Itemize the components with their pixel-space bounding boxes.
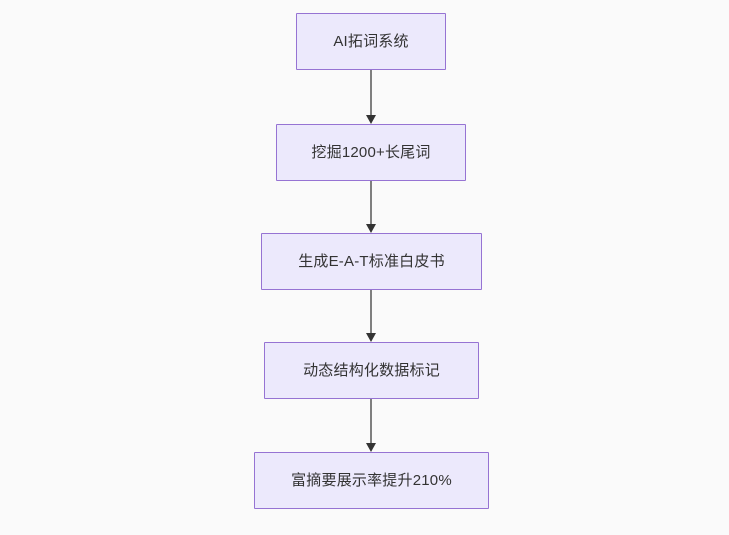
edge-n4-n5 xyxy=(370,399,372,443)
flowchart-node-2[interactable]: 挖掘1200+长尾词 xyxy=(276,124,466,181)
edge-n3-n4 xyxy=(370,290,372,333)
flowchart-node-1[interactable]: AI拓词系统 xyxy=(296,13,446,70)
flowchart-node-4[interactable]: 动态结构化数据标记 xyxy=(264,342,479,399)
flowchart-node-3-label: 生成E-A-T标准白皮书 xyxy=(298,252,445,270)
arrowhead-n3-n4 xyxy=(365,333,376,342)
flowchart-node-3[interactable]: 生成E-A-T标准白皮书 xyxy=(261,233,482,290)
flowchart-node-5[interactable]: 富摘要展示率提升210% xyxy=(254,452,489,509)
edge-n2-n3 xyxy=(370,181,372,224)
flowchart-node-2-label: 挖掘1200+长尾词 xyxy=(311,143,431,161)
arrowhead-n2-n3 xyxy=(365,224,376,233)
arrowhead-n1-n2 xyxy=(365,115,376,124)
arrowhead-n4-n5 xyxy=(365,443,376,452)
flowchart-node-1-label: AI拓词系统 xyxy=(333,32,409,50)
edge-n1-n2 xyxy=(370,70,372,115)
flowchart-node-5-label: 富摘要展示率提升210% xyxy=(291,471,452,489)
flowchart-node-4-label: 动态结构化数据标记 xyxy=(303,361,440,379)
